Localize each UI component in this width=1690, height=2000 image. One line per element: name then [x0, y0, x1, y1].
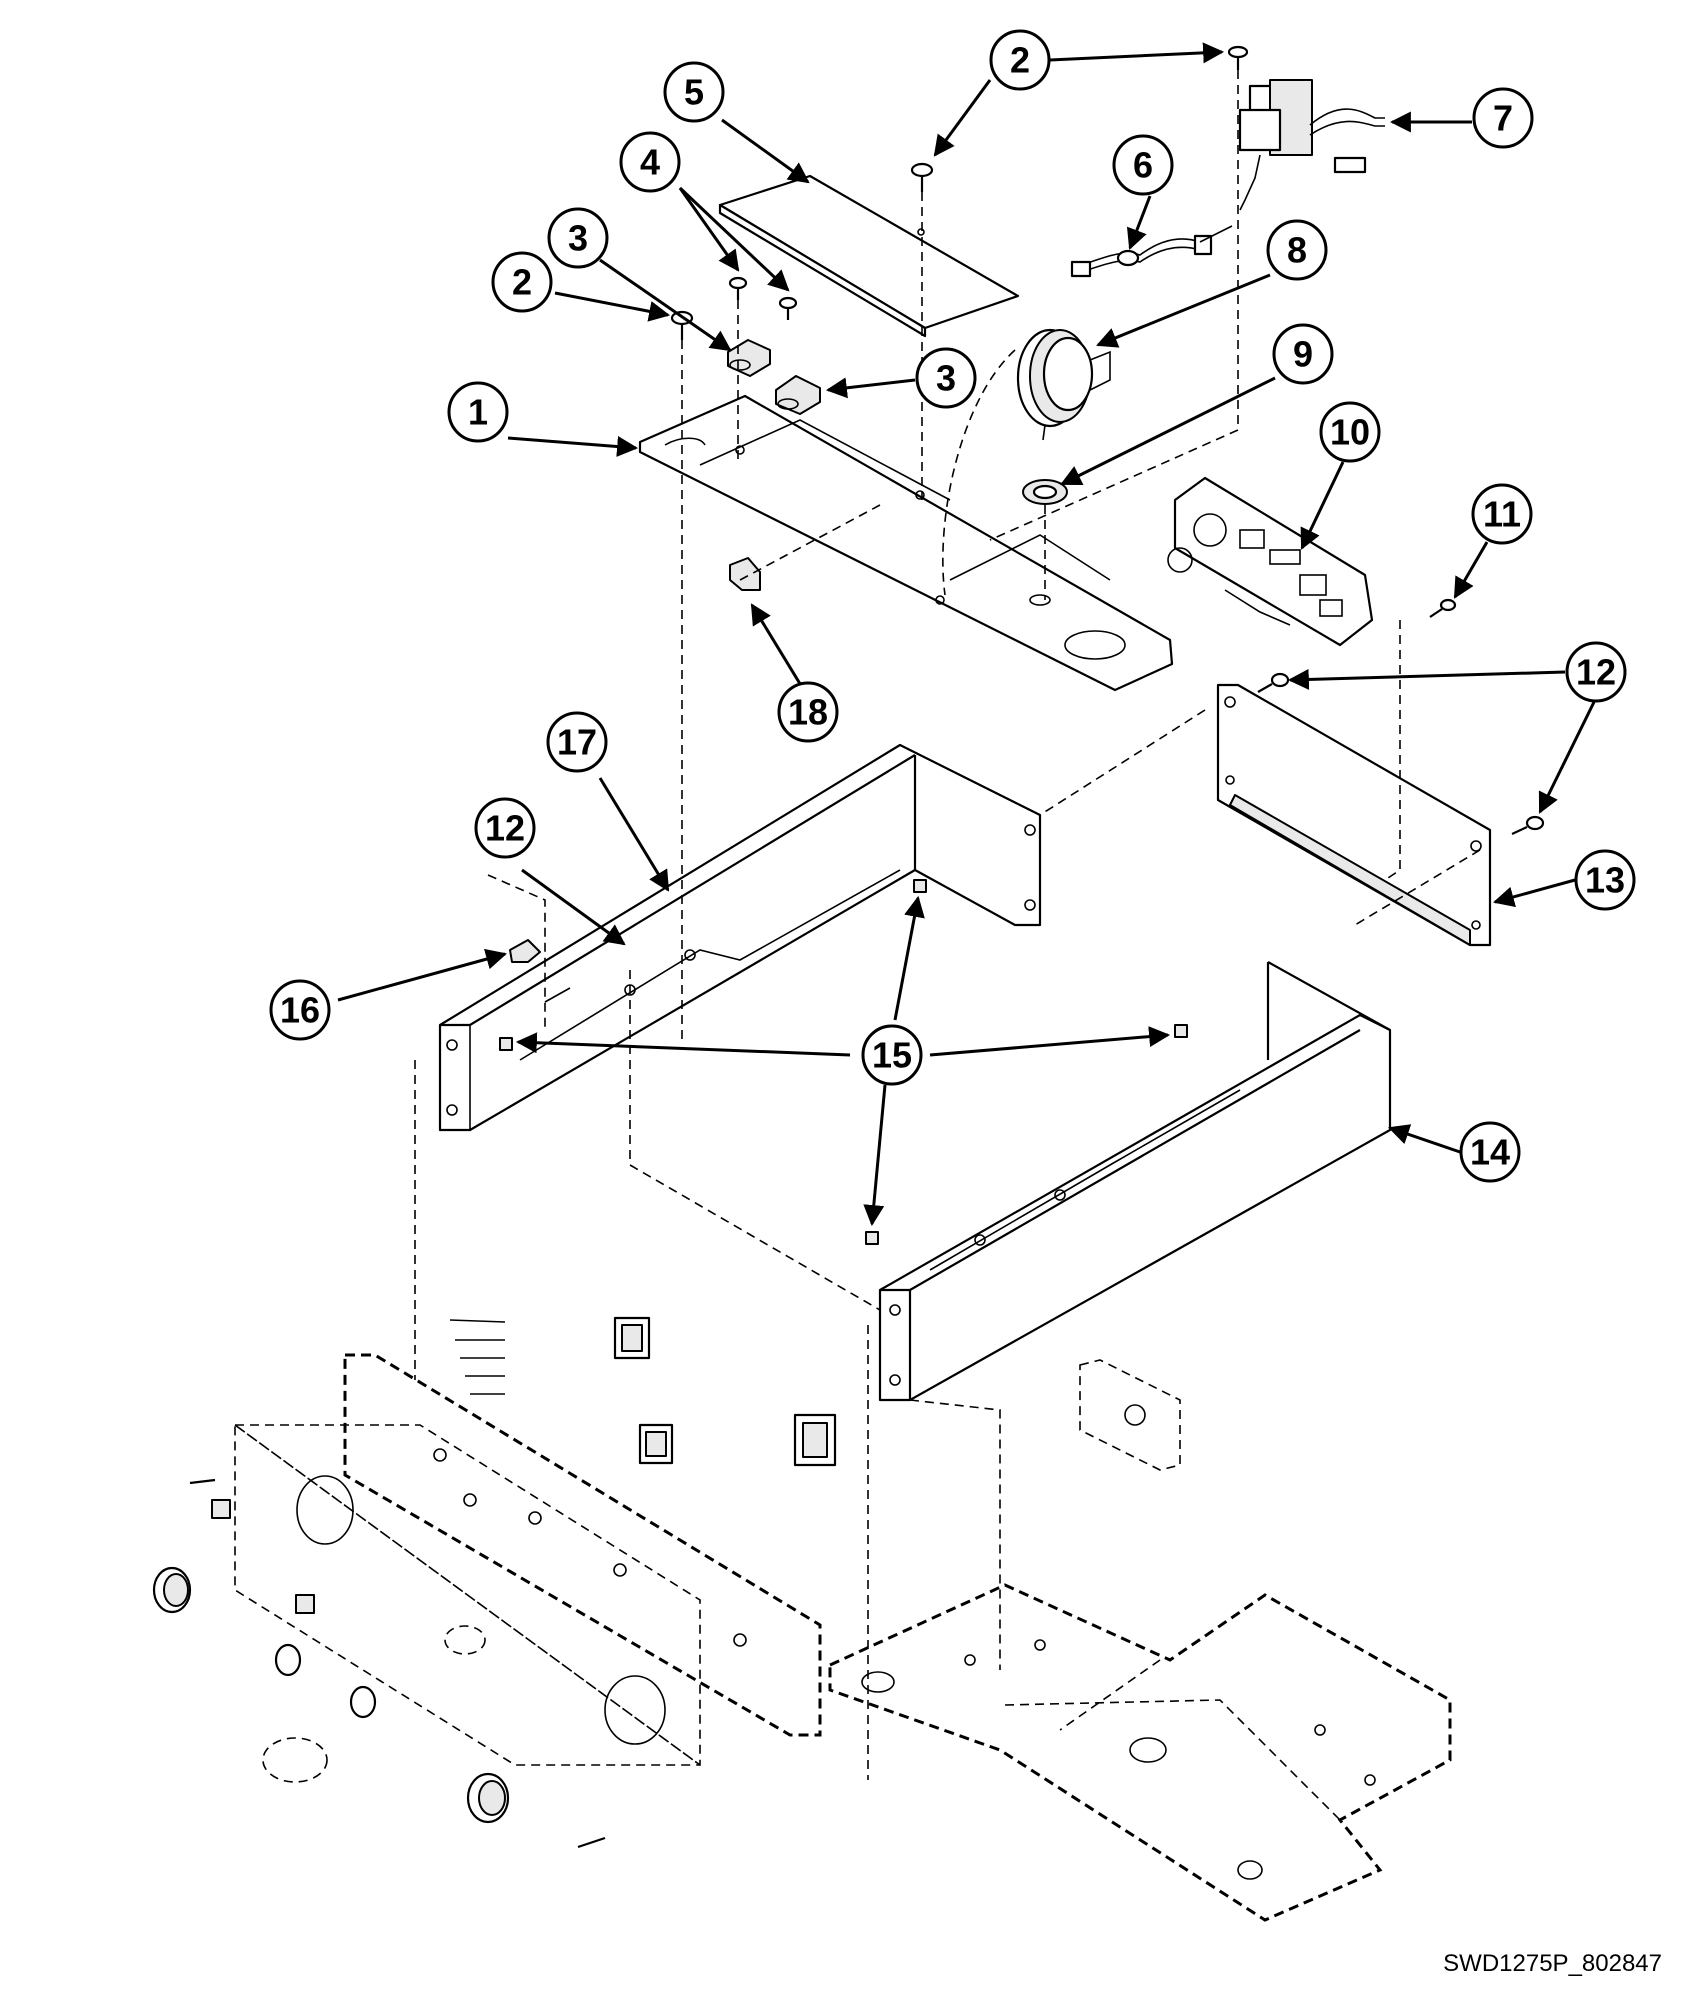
callout-3-lower: 3 [915, 347, 977, 409]
rotary-switch-c [793, 1413, 837, 1467]
clip-part-15-c [1174, 1024, 1188, 1038]
svg-text:9: 9 [1293, 334, 1313, 375]
clip-part-b [775, 375, 821, 415]
svg-text:3: 3 [936, 358, 956, 399]
svg-text:18: 18 [788, 692, 828, 733]
timer-dial-part [1016, 328, 1111, 441]
knob-oval-dashed [262, 1737, 328, 1783]
console-panel-outline [234, 1353, 822, 1766]
cover-plate-part [718, 174, 1020, 338]
screw-part-12-lower [1511, 815, 1545, 835]
callout-11: 11 [1471, 483, 1533, 545]
callout-8: 8 [1266, 219, 1328, 281]
push-button-assembly [449, 1319, 506, 1395]
transformer-part [1238, 79, 1385, 211]
grommet-part [1022, 479, 1068, 505]
screw-part-4-b [778, 296, 798, 320]
clip-part-15-d [865, 1231, 879, 1245]
screw-part-12-upper [1257, 672, 1290, 693]
callout-1: 1 [447, 381, 509, 443]
callout-9: 9 [1272, 323, 1334, 385]
screw-part-11 [1429, 598, 1457, 618]
callout-7: 7 [1472, 87, 1534, 149]
left-rail-part [438, 743, 1042, 1132]
callout-16: 16 [269, 979, 331, 1041]
screw-part-2-cover [910, 162, 934, 192]
svg-text:8: 8 [1287, 230, 1307, 271]
clip-part-16 [509, 939, 541, 963]
svg-text:14: 14 [1470, 1132, 1510, 1173]
svg-text:7: 7 [1493, 98, 1513, 139]
callout-14: 14 [1459, 1121, 1521, 1183]
knob-small-b [295, 1594, 315, 1614]
svg-text:2: 2 [512, 262, 532, 303]
callout-4: 4 [619, 131, 681, 193]
callout-3-upper: 3 [547, 207, 609, 269]
screw-part-4-a [728, 276, 748, 300]
svg-text:3: 3 [568, 218, 588, 259]
svg-text:12: 12 [485, 808, 525, 849]
base-tray-outline [828, 1583, 1452, 1922]
svg-text:2: 2 [1010, 40, 1030, 81]
svg-text:11: 11 [1483, 494, 1521, 535]
callout-12-right: 12 [1565, 641, 1627, 703]
knob-left-top [152, 1566, 192, 1614]
assembly-guide-lines [414, 70, 1481, 1780]
leader-lines [337, 42, 1597, 1227]
rotary-switch-b [638, 1423, 674, 1465]
callout-6: 6 [1112, 134, 1174, 196]
callout-18: 18 [777, 681, 839, 743]
svg-text:6: 6 [1133, 145, 1153, 186]
control-board-part [1167, 476, 1374, 647]
callout-2-top: 2 [989, 29, 1051, 91]
rear-bracket-part [1216, 683, 1492, 947]
svg-text:10: 10 [1330, 412, 1370, 453]
screw-console-b [577, 1836, 606, 1849]
knob-small-d [349, 1685, 377, 1719]
clip-part-18 [729, 557, 761, 591]
svg-text:5: 5 [684, 72, 704, 113]
callout-17: 17 [546, 711, 608, 773]
knob-small-c [274, 1643, 302, 1677]
callout-10: 10 [1319, 401, 1381, 463]
screw-part-2-top [1227, 45, 1249, 70]
base-plate-part [638, 394, 1174, 692]
clip-part-a [727, 339, 771, 377]
clip-part-15-a [499, 1037, 513, 1051]
callout-15: 15 [861, 1024, 923, 1086]
svg-text:13: 13 [1585, 860, 1625, 901]
knob-small-a [211, 1499, 231, 1519]
rotary-switch-a [613, 1316, 651, 1360]
front-rail-part [878, 961, 1392, 1402]
switch-bracket-right [1079, 1359, 1181, 1471]
wire-harness-part [1070, 225, 1233, 278]
clip-part-15-b [913, 879, 927, 893]
knob-left-bottom [466, 1772, 510, 1824]
callout-13: 13 [1574, 849, 1636, 911]
svg-text:15: 15 [872, 1035, 912, 1076]
callout-12-left: 12 [474, 797, 536, 859]
screw-console-a [189, 1478, 216, 1485]
callout-5: 5 [663, 61, 725, 123]
svg-text:1: 1 [468, 392, 488, 433]
svg-text:12: 12 [1576, 652, 1616, 693]
svg-text:17: 17 [557, 722, 597, 763]
svg-text:16: 16 [280, 990, 320, 1031]
drawing-reference-code: SWD1275P_802847 [1443, 1950, 1662, 1977]
callout-2-left: 2 [491, 251, 553, 313]
svg-text:4: 4 [640, 142, 660, 183]
